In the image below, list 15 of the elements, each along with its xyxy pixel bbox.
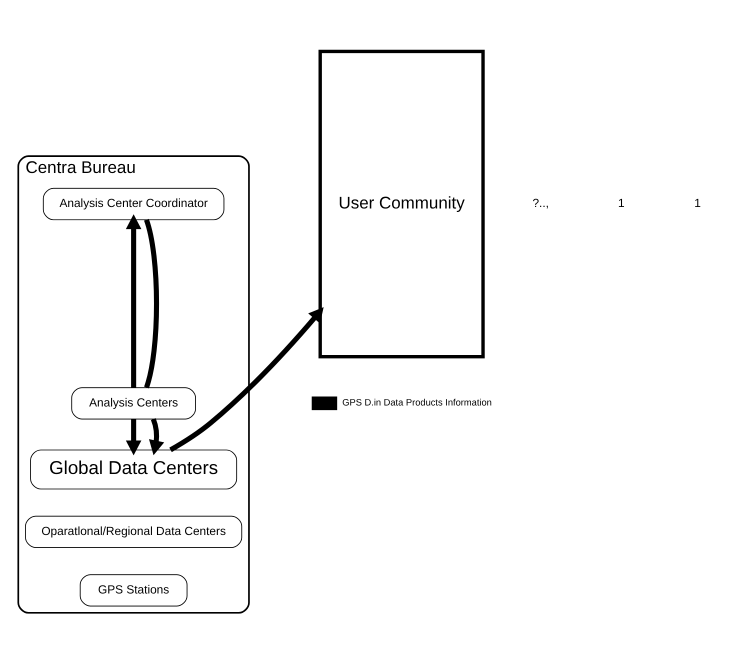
arrow [126, 418, 142, 455]
label: ?.., [532, 196, 549, 210]
connector [144, 218, 160, 388]
arrow [126, 214, 142, 387]
node-box: Analysis Centers [71, 386, 196, 419]
node-box: Global Data Centers [30, 449, 238, 489]
label: 1 [694, 196, 701, 210]
node-box: GPS Stations [80, 574, 188, 606]
node-box: Analysis Center Coordinator [42, 187, 224, 220]
arrow [148, 418, 164, 455]
arrow [169, 306, 324, 452]
label: 1 [618, 196, 625, 210]
node-box: Oparatlonal/Regional Data Centers [25, 515, 242, 548]
node-box: User Community [318, 49, 485, 358]
legend-label: GPS D.in Data Products Information [342, 397, 492, 408]
